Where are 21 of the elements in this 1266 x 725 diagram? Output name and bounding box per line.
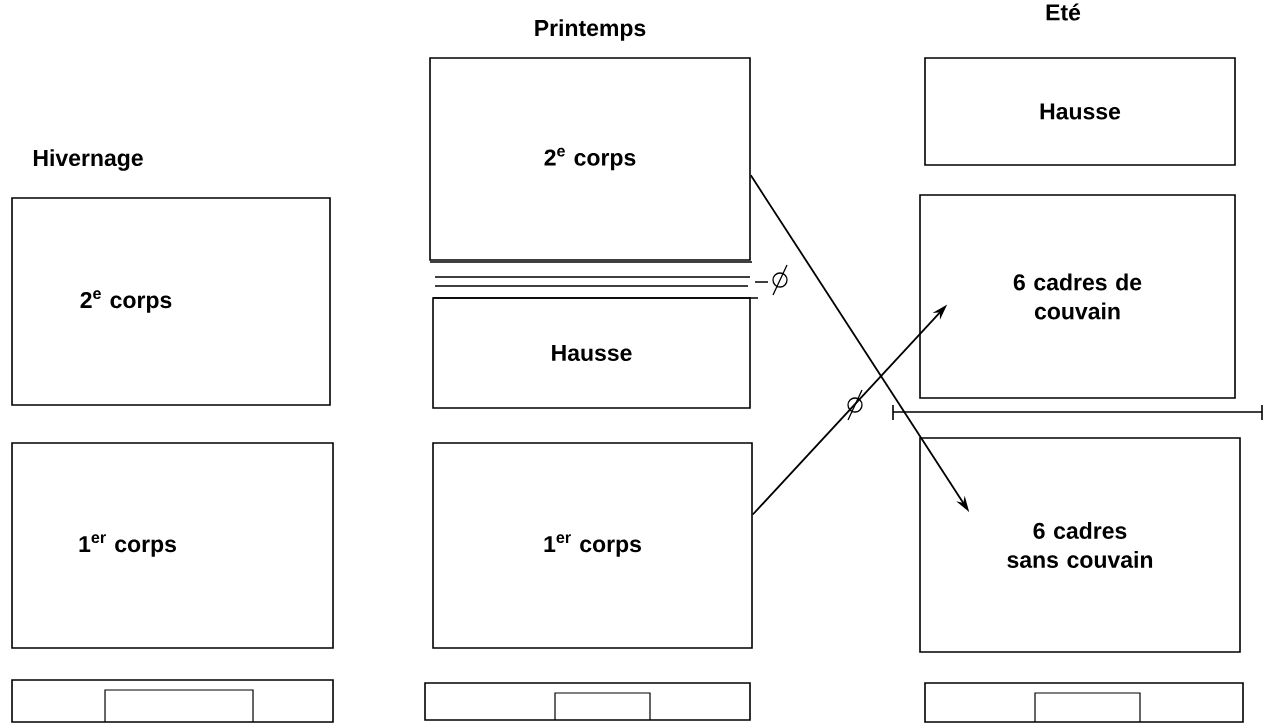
hive-box <box>11 442 334 649</box>
hive-box <box>432 442 753 649</box>
bottom-board <box>11 679 334 723</box>
node-label: Hausse <box>1040 103 1121 120</box>
bottom-board <box>924 682 1244 723</box>
hive-box <box>924 57 1236 166</box>
bottom-board <box>424 682 751 721</box>
node-label: 1$^{er}$ corps <box>544 534 641 557</box>
node-label: 1$^{er}$ corps <box>79 534 176 557</box>
hive-box <box>432 297 751 409</box>
column-heading: Eté <box>1046 3 1081 21</box>
hive-box <box>919 437 1241 653</box>
column-heading: Hivernage <box>33 149 143 171</box>
node-label: Hausse <box>552 344 632 362</box>
hive-box <box>11 197 331 406</box>
hive-box <box>919 194 1236 399</box>
node-label: 6 cadres sans couvain <box>1007 522 1153 568</box>
node-label: 2$^{e}$ corps <box>544 147 636 171</box>
node-label: 2$^{e}$ corps <box>80 290 172 313</box>
hive-box <box>429 57 751 261</box>
node-label: 6 cadres de couvain <box>1013 273 1142 320</box>
